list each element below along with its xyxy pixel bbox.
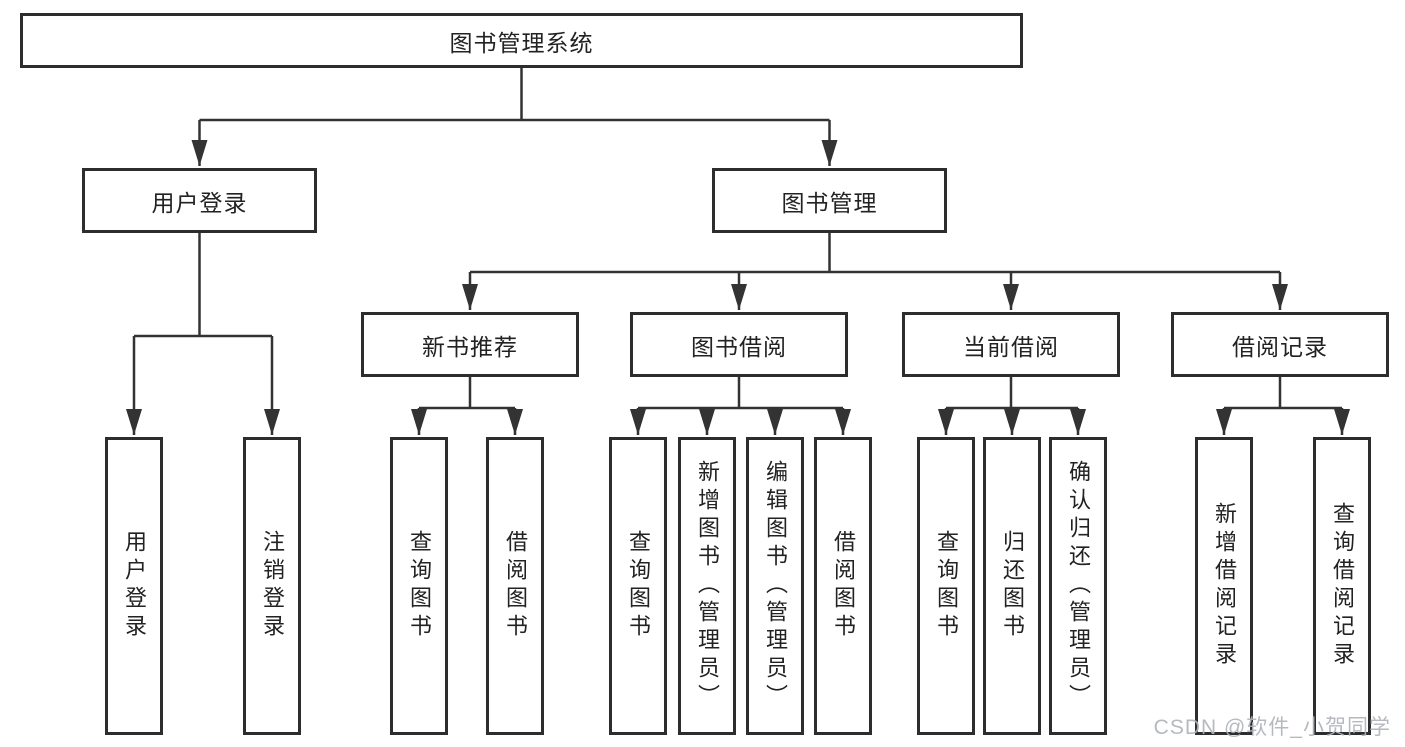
leaf-borrow-books: 借阅图书 xyxy=(814,437,872,735)
leaf-logout: 注销登录 xyxy=(243,437,301,735)
leaf-return-books: 归还图书 xyxy=(983,437,1041,735)
leaf-query-books-borrow: 查询图书 xyxy=(609,437,667,735)
leaf-add-books-admin: 新增图书（管理员） xyxy=(678,437,736,735)
node-current-borrow: 当前借阅 xyxy=(902,312,1120,377)
node-user-login: 用户登录 xyxy=(82,168,317,233)
node-book-borrow: 图书借阅 xyxy=(630,312,848,377)
leaf-user-login: 用户登录 xyxy=(105,437,163,735)
leaf-query-books-current: 查询图书 xyxy=(917,437,975,735)
node-book-management: 图书管理 xyxy=(712,168,947,233)
leaf-query-books-recommend: 查询图书 xyxy=(390,437,448,735)
leaf-query-borrow-record: 查询借阅记录 xyxy=(1313,437,1371,735)
leaf-add-borrow-record: 新增借阅记录 xyxy=(1195,437,1253,735)
leaf-confirm-return-admin: 确认归还（管理员） xyxy=(1049,437,1107,735)
leaf-edit-books-admin: 编辑图书（管理员） xyxy=(746,437,804,735)
node-new-book-recommend: 新书推荐 xyxy=(361,312,579,377)
csdn-watermark: CSDN @软件_小贺同学 xyxy=(1153,716,1391,739)
leaf-borrow-books-recommend: 借阅图书 xyxy=(486,437,544,735)
node-borrow-records: 借阅记录 xyxy=(1171,312,1389,377)
node-root: 图书管理系统 xyxy=(20,13,1023,68)
